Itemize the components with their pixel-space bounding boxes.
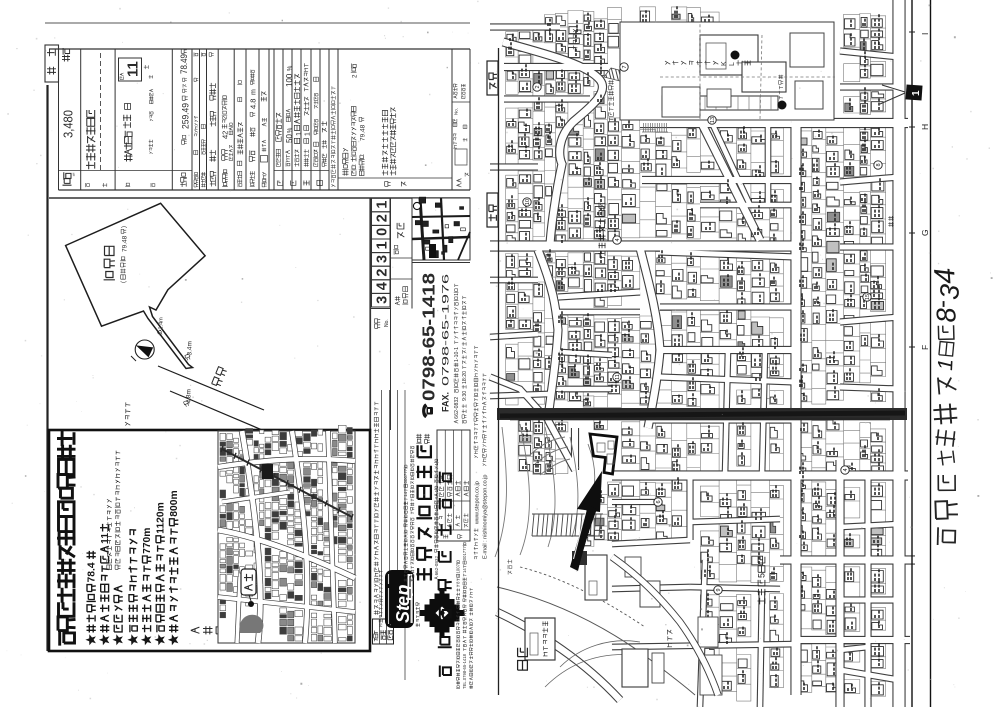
svg-text:6: 6 — [656, 500, 662, 503]
svg-text:3: 3 — [375, 255, 391, 263]
svg-text:259.49: 259.49 — [181, 103, 192, 129]
svg-text:7: 7 — [622, 65, 628, 68]
svg-text:001777: 001777 — [462, 546, 467, 561]
svg-text:4: 4 — [375, 282, 391, 290]
svg-text:1: 1 — [434, 463, 439, 466]
svg-text:4: 4 — [929, 267, 962, 285]
svg-text:1120m: 1120m — [156, 502, 167, 534]
svg-text:3: 3 — [934, 283, 965, 301]
svg-text:): ) — [122, 226, 128, 228]
svg-text:18:20: 18:20 — [462, 371, 468, 384]
svg-text:1: 1 — [934, 358, 958, 371]
svg-text:000777: 000777 — [403, 468, 408, 483]
svg-text:10: 10 — [525, 199, 531, 205]
svg-text:1007: 1007 — [456, 563, 461, 573]
svg-text:8: 8 — [456, 581, 461, 584]
svg-text:50: 50 — [285, 134, 294, 143]
svg-text:F: F — [920, 345, 930, 350]
svg-text:3: 3 — [375, 296, 391, 304]
svg-text:15: 15 — [865, 294, 871, 300]
svg-text:9: 9 — [716, 588, 722, 591]
svg-text:/: / — [462, 347, 468, 349]
svg-text:14: 14 — [462, 568, 467, 573]
svg-text:1: 1 — [294, 132, 303, 136]
svg-text:9:30: 9:30 — [462, 391, 468, 401]
svg-text:11: 11 — [615, 374, 621, 380]
svg-text:42: 42 — [221, 131, 230, 139]
svg-text:St: St — [393, 604, 413, 623]
svg-text:770m: 770m — [142, 528, 153, 554]
svg-text:11: 11 — [100, 533, 111, 544]
svg-text:%: % — [288, 65, 294, 71]
svg-text:1: 1 — [434, 508, 439, 511]
svg-text:4.8: 4.8 — [249, 99, 258, 109]
svg-text:No.: No. — [384, 319, 390, 327]
svg-text:0798-65-1418: 0798-65-1418 — [419, 273, 439, 401]
svg-text:1: 1 — [911, 90, 922, 96]
svg-text:0: 0 — [375, 228, 391, 236]
svg-text:4: 4 — [434, 497, 439, 500]
svg-text:FAX.: FAX. — [441, 392, 451, 412]
svg-text:79.48: 79.48 — [121, 235, 128, 252]
svg-text:0798-65-1976: 0798-65-1976 — [441, 274, 452, 386]
svg-text:662-0832: 662-0832 — [454, 397, 460, 419]
svg-text:800m: 800m — [169, 490, 180, 516]
svg-text:E-mail : nishinomiya@stepon.co: E-mail : nishinomiya@stepon.co.jp — [483, 475, 489, 559]
svg-text:2: 2 — [375, 214, 391, 222]
svg-text:662-0832: 662-0832 — [434, 556, 439, 576]
svg-text:-: - — [929, 300, 956, 308]
svg-text:13: 13 — [710, 117, 716, 123]
svg-text::: : — [351, 164, 358, 166]
svg-text:m: m — [251, 89, 258, 95]
svg-text:78.4: 78.4 — [87, 562, 98, 582]
svg-text:2: 2 — [223, 115, 229, 119]
svg-text:1: 1 — [434, 489, 439, 492]
svg-text:1: 1 — [375, 201, 391, 209]
svg-text:2: 2 — [351, 74, 358, 78]
svg-text:2.4m: 2.4m — [159, 317, 165, 330]
svg-text:8: 8 — [931, 307, 962, 325]
svg-text:4: 4 — [615, 238, 621, 241]
svg-text:1: 1 — [305, 132, 312, 136]
svg-text:2: 2 — [375, 269, 391, 277]
svg-text:K: K — [721, 61, 728, 66]
svg-text:e: e — [393, 596, 413, 606]
svg-text:www.stepon.co.jp: www.stepon.co.jp — [475, 481, 481, 525]
svg-text:100: 100 — [285, 73, 294, 87]
svg-text:14: 14 — [403, 491, 408, 496]
svg-text:No.: No. — [454, 108, 459, 115]
svg-text:1: 1 — [375, 241, 391, 249]
svg-text:G: G — [920, 229, 930, 236]
svg-text:L: L — [729, 62, 736, 66]
svg-text:4: 4 — [843, 468, 849, 471]
svg-text:5: 5 — [757, 573, 767, 578]
svg-text:79.48: 79.48 — [359, 124, 366, 141]
svg-text:I: I — [920, 33, 930, 35]
svg-text:1: 1 — [454, 293, 460, 296]
svg-text:%: % — [288, 127, 294, 133]
svg-text:TEL.0798-65-1418: TEL.0798-65-1418 — [462, 653, 467, 689]
svg-text:H: H — [920, 124, 930, 130]
svg-text:8: 8 — [876, 163, 882, 166]
svg-text:2: 2 — [535, 85, 541, 88]
svg-text:3.4m: 3.4m — [187, 341, 194, 355]
svg-text:3,480: 3,480 — [62, 110, 76, 138]
svg-text:(: ( — [121, 281, 127, 283]
svg-text::: : — [359, 153, 366, 155]
svg-text:4.8m: 4.8m — [186, 389, 193, 403]
svg-text:11: 11 — [125, 61, 142, 77]
svg-text:1-10-1: 1-10-1 — [454, 347, 460, 362]
svg-text:78.49: 78.49 — [179, 54, 190, 74]
